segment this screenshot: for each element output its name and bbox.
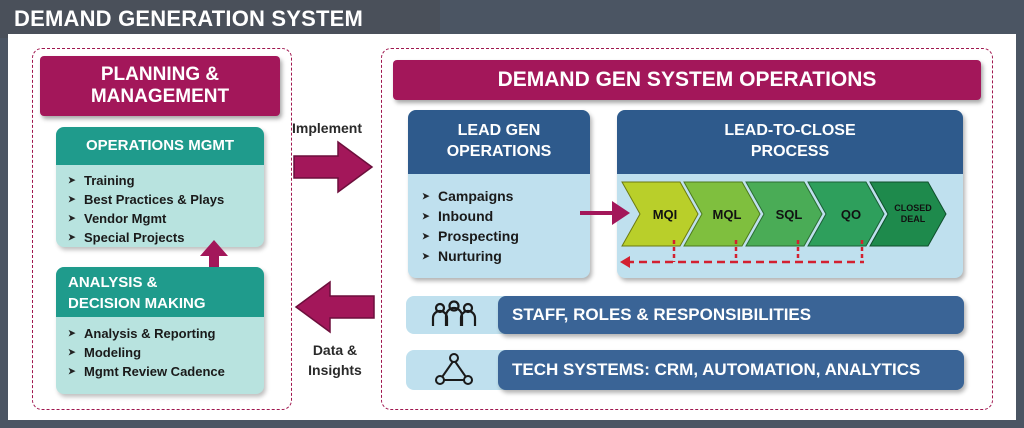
lead-to-close-header-line1: LEAD-TO-CLOSE <box>724 122 856 139</box>
analysis-box: ANALYSIS & DECISION MAKING Analysis & Re… <box>56 267 264 394</box>
operations-mgmt-list: Training Best Practices & Plays Vendor M… <box>56 165 264 247</box>
operations-section <box>381 48 993 410</box>
list-item: Training <box>68 171 264 190</box>
implement-label: Implement <box>292 120 363 136</box>
stage-sql: SQL <box>745 181 823 247</box>
list-item: Mgmt Review Cadence <box>68 362 264 381</box>
staff-bar: STAFF, ROLES & RESPONSIBILITIES <box>498 296 964 334</box>
lead-gen-box: LEAD GEN OPERATIONS Campaigns Inbound Pr… <box>408 110 590 278</box>
planning-header-line1: PLANNING & <box>100 64 220 85</box>
feedback-loop-line <box>620 240 864 268</box>
list-item: Best Practices & Plays <box>68 190 264 209</box>
list-item: Analysis & Reporting <box>68 324 264 343</box>
stage-qo: QO <box>807 181 885 247</box>
stage-label-line2: DEAL <box>901 214 926 224</box>
data-insights-label: Data & Insights <box>300 340 370 380</box>
analysis-list: Analysis & Reporting Modeling Mgmt Revie… <box>56 317 264 381</box>
lead-gen-header-line1: LEAD GEN <box>457 122 541 139</box>
right-arrow-icon <box>293 140 374 194</box>
up-arrow-icon <box>200 240 228 272</box>
list-item: Campaigns <box>422 186 590 206</box>
people-icon <box>424 300 484 330</box>
connector-arrow-icon <box>580 201 630 225</box>
data-insights-line1: Data & <box>312 342 358 358</box>
left-arrow-icon <box>294 280 375 334</box>
tech-bar: TECH SYSTEMS: CRM, AUTOMATION, ANALYTICS <box>498 350 964 390</box>
lead-to-close-header: LEAD-TO-CLOSE PROCESS <box>617 110 963 174</box>
analysis-header-line1: ANALYSIS & <box>68 274 158 291</box>
stage-label: QO <box>841 207 861 222</box>
lead-gen-header: LEAD GEN OPERATIONS <box>408 110 590 174</box>
list-item: Modeling <box>68 343 264 362</box>
operations-mgmt-box: OPERATIONS MGMT Training Best Practices … <box>56 127 264 247</box>
stage-label: SQL <box>776 207 803 222</box>
lead-to-close-header-line2: PROCESS <box>750 143 830 160</box>
list-item: Inbound <box>422 206 590 226</box>
stage-label: MQI <box>653 207 678 222</box>
data-insights-line2: Insights <box>308 362 362 378</box>
analysis-header-line2: DECISION MAKING <box>68 295 206 312</box>
planning-header: PLANNING & MANAGEMENT <box>40 56 280 116</box>
page-title: DEMAND GENERATION SYSTEM <box>0 0 440 38</box>
stage-label: MQL <box>713 207 742 222</box>
stage-mqi: MQI <box>621 181 699 247</box>
funnel-stages: MQI MQL SQL QO CLOSED DEAL <box>620 181 947 268</box>
network-icon <box>430 352 478 388</box>
operations-header: DEMAND GEN SYSTEM OPERATIONS <box>393 60 981 100</box>
planning-section <box>32 48 292 410</box>
operations-mgmt-header: OPERATIONS MGMT <box>56 127 264 165</box>
analysis-header: ANALYSIS & DECISION MAKING <box>56 267 264 317</box>
list-item: Nurturing <box>422 246 590 266</box>
stage-closed-deal: CLOSED DEAL <box>869 181 947 247</box>
stage-mql: MQL <box>683 181 761 247</box>
list-item: Prospecting <box>422 226 590 246</box>
stage-label-line1: CLOSED <box>894 203 932 213</box>
lead-gen-list: Campaigns Inbound Prospecting Nurturing <box>408 174 590 266</box>
lead-gen-header-line2: OPERATIONS <box>446 143 552 160</box>
list-item: Vendor Mgmt <box>68 209 264 228</box>
list-item: Special Projects <box>68 228 264 247</box>
planning-header-line2: MANAGEMENT <box>90 86 230 107</box>
